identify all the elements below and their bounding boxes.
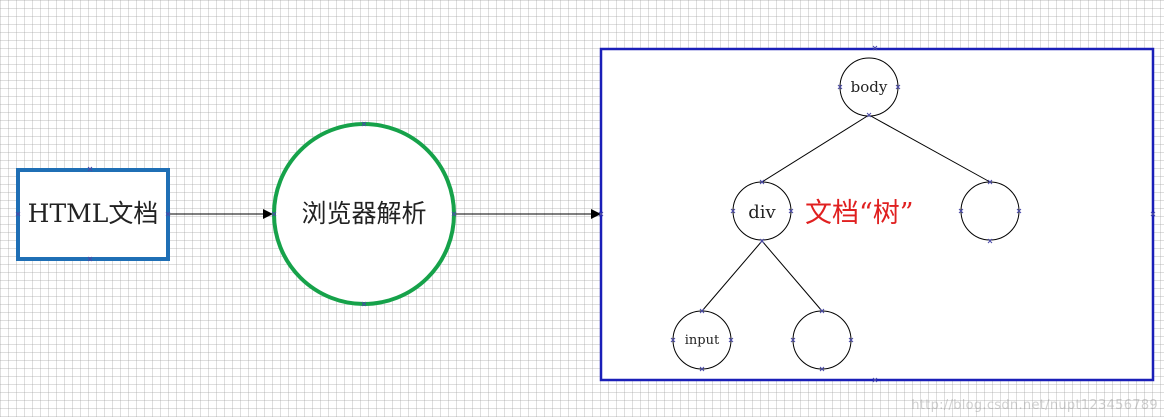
edge-body-div <box>761 114 870 183</box>
edge-body-right <box>868 114 991 183</box>
edge-div-input <box>701 240 763 312</box>
tree-node-input-label: input <box>685 333 720 348</box>
tree-node-body-label: body <box>851 78 888 96</box>
html-doc-label: HTML文档 <box>28 199 159 228</box>
tree-node-div-label: div <box>748 202 776 223</box>
tree-caption: 文档“树” <box>805 198 914 229</box>
edge-div-right <box>761 240 823 312</box>
connection-handles <box>15 45 1156 383</box>
tree-node-leaf-right <box>792 310 852 370</box>
watermark: http://blog.csdn.net/nupt123456789 <box>911 398 1158 413</box>
parser-label: 浏览器解析 <box>301 199 426 228</box>
tree-node-right <box>960 181 1020 241</box>
